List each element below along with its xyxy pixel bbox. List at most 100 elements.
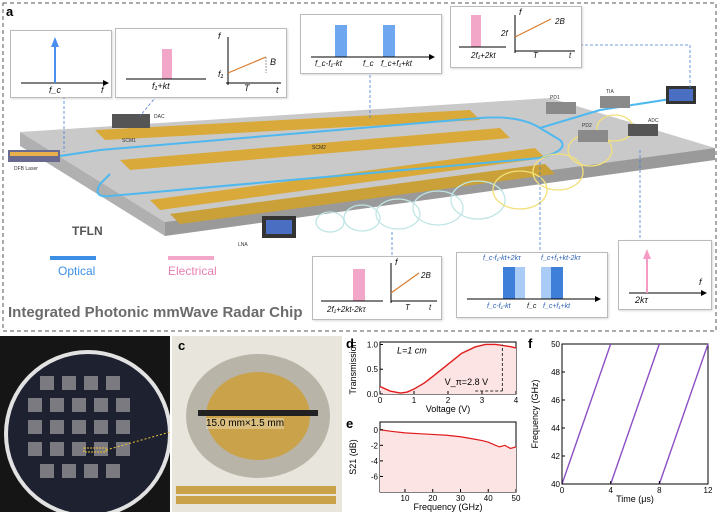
dac-B: B bbox=[270, 57, 277, 67]
rx-band: 2f₁+2kt-2kτ bbox=[327, 305, 366, 314]
rx-f-axis: f bbox=[395, 257, 398, 267]
rx-t-axis: t bbox=[429, 303, 432, 312]
wafer-photo bbox=[0, 336, 170, 512]
label-dac: DAC bbox=[154, 114, 165, 120]
tx-2f: 2f bbox=[501, 29, 508, 38]
label-tia: TIA bbox=[606, 89, 614, 95]
x-tick-label: 2 bbox=[446, 396, 451, 405]
beat-label: 2kτ bbox=[635, 295, 648, 305]
tx-band: 2f₁+2kt bbox=[471, 51, 496, 60]
label-adc: ADC bbox=[648, 118, 659, 124]
y-tick-label: -2 bbox=[371, 441, 379, 450]
inset-tx-chirp: 2f₁+2kt f 2f T 2B t bbox=[450, 6, 582, 68]
label-tfln: TFLN bbox=[72, 224, 103, 238]
x-tick-label: 1 bbox=[412, 396, 417, 405]
x-tick-label: 3 bbox=[480, 396, 485, 405]
inset-dac-chirp: f₁+kt f t f₁ T B bbox=[115, 28, 287, 98]
tx-f-axis: f bbox=[519, 7, 522, 17]
y-tick-label: 46 bbox=[551, 396, 560, 405]
inset-sidebands: f_c-f₁-kt f_c f_c+f₁+kt bbox=[300, 14, 442, 74]
chip-dimension: 15.0 mm×1.5 mm bbox=[206, 418, 285, 429]
y-tick-label: -6 bbox=[371, 472, 379, 481]
label-scm2: SCM2 bbox=[312, 145, 326, 151]
legend-electrical: Electrical bbox=[168, 264, 217, 278]
area-fill bbox=[380, 429, 516, 492]
rxsb-bottom-left: f_c-f₁-kt bbox=[487, 303, 511, 310]
sb-left: f_c-f₁-kt bbox=[315, 59, 342, 68]
series-line-0 bbox=[379, 343, 517, 394]
rxsb-top-left: f_c-f₁-kt+2kτ bbox=[483, 255, 521, 262]
y-tick-label: 0 bbox=[374, 426, 379, 435]
x-axis-label: Voltage (V) bbox=[426, 404, 471, 414]
annotation-vpi: V_π=2.8 V bbox=[445, 377, 489, 387]
x-tick-label: 30 bbox=[456, 494, 465, 503]
panel-letter-a: a bbox=[6, 4, 14, 19]
y-axis-label: S21 (dB) bbox=[348, 439, 358, 475]
annotation-length: L=1 cm bbox=[397, 345, 427, 355]
inset-beat: 2kτ f bbox=[618, 240, 712, 310]
x-tick-label: 50 bbox=[512, 494, 521, 503]
dac-band: f₁+kt bbox=[152, 81, 170, 91]
tx-T: T bbox=[533, 51, 538, 60]
y-tick-label: -4 bbox=[371, 457, 379, 466]
x-tick-label: 40 bbox=[484, 494, 493, 503]
carrier-fc: f_c bbox=[49, 85, 62, 95]
label-laser: DFB Laser bbox=[14, 166, 38, 172]
y-tick-label: 0.0 bbox=[367, 390, 379, 399]
x-tick-label: 20 bbox=[428, 494, 437, 503]
inset-rx-sidebands: f_c-f₁-kt+2kτ f_c+f₁+kt-2kτ f_c-f₁-kt f_… bbox=[456, 252, 608, 318]
y-axis-label: Transmission bbox=[348, 341, 358, 394]
legend-lines bbox=[50, 256, 214, 260]
dac-f-axis: f bbox=[218, 31, 221, 41]
panel-letter-d: d bbox=[346, 336, 354, 351]
panel-letter-e: e bbox=[346, 416, 354, 431]
rxsb-bottom-mid: f_c bbox=[527, 303, 537, 310]
dac-T: T bbox=[244, 83, 250, 93]
sb-mid: f_c bbox=[363, 59, 374, 68]
carrier-f: f bbox=[101, 85, 104, 95]
series-line-2 bbox=[658, 343, 709, 485]
x-axis-label: Frequency (GHz) bbox=[413, 502, 482, 512]
inset-carrier: f_c f bbox=[10, 30, 112, 98]
coin-photo bbox=[172, 336, 342, 512]
y-tick-label: 42 bbox=[551, 452, 560, 461]
inset-rx-chirp: 2f₁+2kt-2kτ f T 2B t bbox=[312, 256, 442, 320]
tx-t-axis: t bbox=[569, 51, 572, 60]
x-tick-label: 4 bbox=[608, 486, 613, 495]
x-tick-label: 4 bbox=[514, 396, 519, 405]
x-tick-label: 8 bbox=[657, 486, 662, 495]
dac-f1: f₁ bbox=[218, 69, 224, 79]
series-line-0 bbox=[379, 429, 517, 450]
x-tick-label: 0 bbox=[560, 486, 565, 495]
panel-a-title: Integrated Photonic mmWave Radar Chip bbox=[8, 304, 303, 321]
panel-letter-f: f bbox=[528, 336, 533, 351]
panel-letter-c: c bbox=[178, 338, 186, 353]
series-line-1 bbox=[610, 343, 660, 485]
beat-f: f bbox=[699, 277, 702, 287]
x-axis-label: Time (μs) bbox=[616, 494, 654, 504]
label-pd1: PD1 bbox=[550, 95, 560, 101]
y-tick-label: 40 bbox=[551, 480, 560, 489]
y-tick-label: 1.0 bbox=[367, 340, 379, 349]
y-axis-label: Frequency (GHz) bbox=[530, 379, 540, 448]
area-fill bbox=[380, 344, 516, 394]
label-lna: LNA bbox=[238, 242, 248, 248]
y-tick-label: 50 bbox=[551, 340, 560, 349]
y-tick-label: 44 bbox=[551, 424, 560, 433]
rxsb-bottom-right: f_c+f₁+kt bbox=[543, 303, 571, 310]
panel-a-frame bbox=[2, 2, 717, 332]
tx-2B: 2B bbox=[555, 17, 565, 26]
dac-t-axis: t bbox=[276, 85, 279, 95]
series-line-0 bbox=[561, 343, 612, 485]
rx-T: T bbox=[405, 303, 410, 312]
x-tick-label: 10 bbox=[401, 494, 410, 503]
rxsb-top-right: f_c+f₁+kt-2kτ bbox=[541, 255, 581, 262]
legend-optical: Optical bbox=[58, 264, 96, 278]
label-pd2: PD2 bbox=[582, 123, 592, 129]
y-tick-label: 48 bbox=[551, 368, 560, 377]
label-scm1: SCM1 bbox=[122, 138, 136, 144]
